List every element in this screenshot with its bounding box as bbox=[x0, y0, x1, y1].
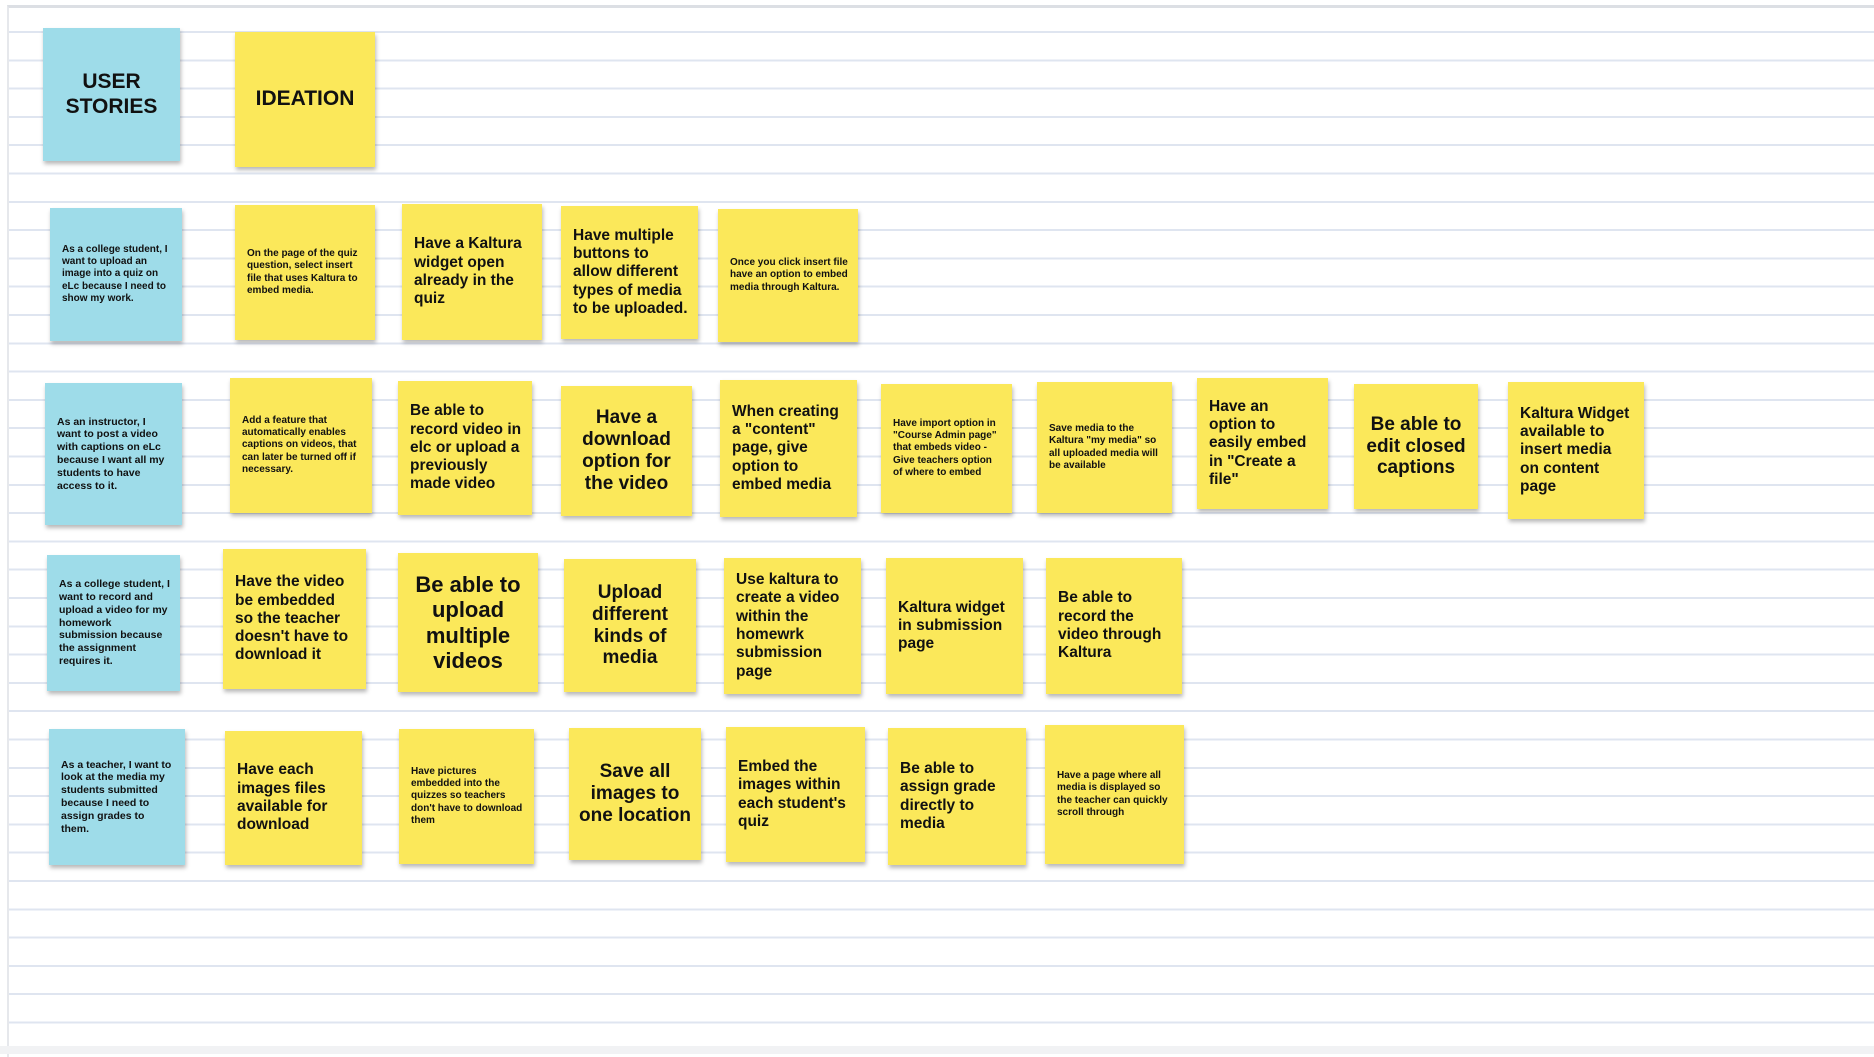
idea-note[interactable]: When creating a "content" page, give opt… bbox=[720, 380, 857, 517]
idea-note[interactable]: Embed the images within each student's q… bbox=[726, 727, 865, 862]
idea-note[interactable]: Save all images to one location bbox=[569, 728, 701, 860]
user-story-note[interactable]: As a teacher, I want to look at the medi… bbox=[49, 729, 185, 865]
idea-note[interactable]: Have a download option for the video bbox=[561, 386, 692, 516]
idea-note[interactable]: On the page of the quiz question, select… bbox=[235, 205, 375, 340]
idea-note[interactable]: Have the video be embedded so the teache… bbox=[223, 549, 366, 689]
idea-text: Be able to record video in elc or upload… bbox=[410, 402, 522, 493]
idea-note[interactable]: Once you click insert file have an optio… bbox=[718, 209, 858, 342]
user-story-note[interactable]: As a college student, I want to upload a… bbox=[50, 208, 182, 341]
idea-text: Embed the images within each student's q… bbox=[738, 758, 855, 831]
ideation-header-text: IDEATION bbox=[243, 87, 367, 111]
idea-text: Be able to record the video through Kalt… bbox=[1058, 589, 1172, 662]
user-story-text: As a teacher, I want to look at the medi… bbox=[61, 759, 175, 836]
idea-note[interactable]: Have a Kaltura widget open already in th… bbox=[402, 204, 542, 340]
idea-text: Save media to the Kaltura "my media" so … bbox=[1049, 423, 1162, 472]
idea-note[interactable]: Have pictures embedded into the quizzes … bbox=[399, 729, 534, 864]
idea-note[interactable]: Be able to record the video through Kalt… bbox=[1046, 558, 1182, 694]
horizontal-scrollbar-track[interactable] bbox=[0, 1046, 1874, 1054]
idea-text: Have the video be embedded so the teache… bbox=[235, 573, 356, 664]
idea-text: Have multiple buttons to allow different… bbox=[573, 227, 688, 318]
idea-text: Have a download option for the video bbox=[569, 407, 684, 494]
idea-note[interactable]: Be able to edit closed captions bbox=[1354, 384, 1478, 509]
idea-text: Be able to assign grade directly to medi… bbox=[900, 760, 1016, 833]
idea-text: Have import option in "Course Admin page… bbox=[893, 418, 1002, 479]
idea-text: Have an option to easily embed in "Creat… bbox=[1209, 398, 1318, 489]
idea-note[interactable]: Kaltura Widget available to insert media… bbox=[1508, 382, 1644, 519]
idea-note[interactable]: Be able to assign grade directly to medi… bbox=[888, 728, 1026, 865]
idea-text: Once you click insert file have an optio… bbox=[730, 257, 848, 294]
idea-text: On the page of the quiz question, select… bbox=[247, 248, 365, 297]
idea-text: Have each images files available for dow… bbox=[237, 761, 352, 834]
idea-text: Kaltura widget in submission page bbox=[898, 599, 1013, 654]
idea-note[interactable]: Have an option to easily embed in "Creat… bbox=[1197, 378, 1328, 509]
idea-text: Save all images to one location bbox=[577, 761, 693, 827]
user-story-text: As a college student, I want to record a… bbox=[59, 578, 170, 668]
idea-note[interactable]: Upload different kinds of media bbox=[564, 559, 696, 692]
idea-note[interactable]: Save media to the Kaltura "my media" so … bbox=[1037, 382, 1172, 513]
idea-text: When creating a "content" page, give opt… bbox=[732, 403, 847, 494]
idea-text: Have pictures embedded into the quizzes … bbox=[411, 766, 524, 827]
idea-text: Upload different kinds of media bbox=[572, 582, 688, 669]
user-story-text: As an instructor, I want to post a video… bbox=[57, 416, 172, 493]
user-story-note[interactable]: As an instructor, I want to post a video… bbox=[45, 383, 182, 525]
idea-note[interactable]: Have multiple buttons to allow different… bbox=[561, 206, 698, 339]
idea-text: Have a Kaltura widget open already in th… bbox=[414, 235, 532, 308]
idea-note[interactable]: Have a page where all media is displayed… bbox=[1045, 725, 1184, 864]
idea-text: Be able to edit closed captions bbox=[1362, 414, 1470, 480]
user-stories-header-text: USER STORIES bbox=[51, 70, 172, 118]
idea-note[interactable]: Kaltura widget in submission page bbox=[886, 558, 1023, 694]
idea-note[interactable]: Use kaltura to create a video within the… bbox=[724, 558, 861, 694]
idea-text: Have a page where all media is displayed… bbox=[1057, 770, 1174, 819]
idea-note[interactable]: Have import option in "Course Admin page… bbox=[881, 384, 1012, 513]
idea-text: Add a feature that automatically enables… bbox=[242, 415, 362, 476]
user-story-note[interactable]: As a college student, I want to record a… bbox=[47, 555, 180, 691]
idea-note[interactable]: Be able to record video in elc or upload… bbox=[398, 381, 532, 515]
user-story-text: As a college student, I want to upload a… bbox=[62, 244, 172, 305]
idea-text: Kaltura Widget available to insert media… bbox=[1520, 405, 1634, 496]
whiteboard-canvas[interactable]: USER STORIES IDEATION As a college stude… bbox=[7, 5, 1874, 1057]
user-stories-header-note[interactable]: USER STORIES bbox=[43, 28, 180, 161]
idea-text: Use kaltura to create a video within the… bbox=[736, 571, 851, 681]
ideation-header-note[interactable]: IDEATION bbox=[235, 32, 375, 167]
idea-text: Be able to upload multiple videos bbox=[406, 572, 530, 673]
idea-note[interactable]: Be able to upload multiple videos bbox=[398, 553, 538, 692]
idea-note[interactable]: Have each images files available for dow… bbox=[225, 731, 362, 865]
idea-note[interactable]: Add a feature that automatically enables… bbox=[230, 378, 372, 513]
